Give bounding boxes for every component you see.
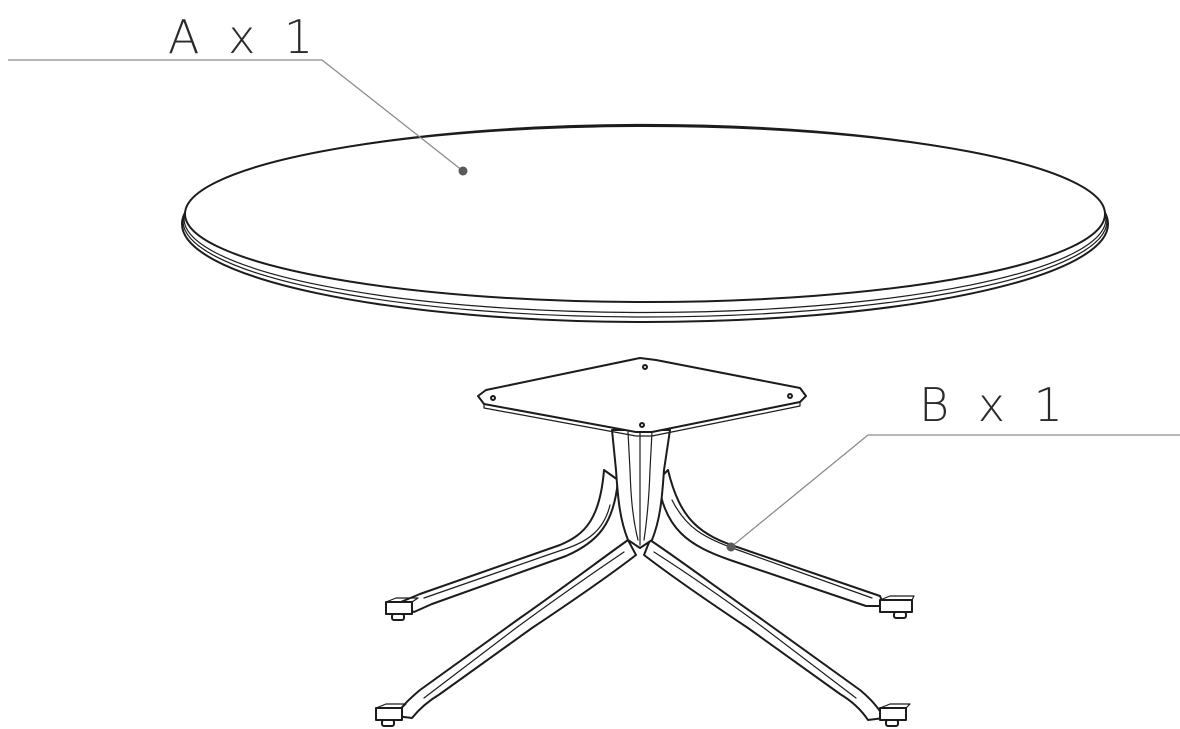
leader-dot-b <box>726 542 736 552</box>
leader-line-a-diagonal <box>321 59 464 172</box>
base-column <box>611 429 671 549</box>
tabletop-surface <box>184 125 1106 303</box>
foot-back-left <box>385 601 413 615</box>
screw-hole-bottom <box>639 422 645 428</box>
mounting-plate <box>477 357 807 437</box>
foot-front-right <box>879 707 907 721</box>
tabletop-edge-line-2 <box>183 123 1107 314</box>
leg-front-right <box>643 539 911 727</box>
screw-hole-right <box>787 393 793 399</box>
base-part-b <box>375 357 915 727</box>
leg-front-left <box>375 539 637 727</box>
callout-b <box>726 434 1180 552</box>
part-label-a: A x 1 <box>168 10 321 64</box>
screw-hole-left <box>490 395 496 401</box>
leader-dot-a <box>458 166 468 176</box>
screw-hole-top <box>642 364 648 370</box>
foot-back-right <box>879 599 913 613</box>
tabletop-part-a <box>181 123 1109 323</box>
leader-line-b-diagonal <box>730 434 869 548</box>
foot-front-left <box>375 707 403 721</box>
leg-back-left <box>385 469 619 621</box>
part-label-b: B x 1 <box>919 378 1070 432</box>
callout-a <box>8 59 468 176</box>
leg-back-right <box>657 469 915 619</box>
